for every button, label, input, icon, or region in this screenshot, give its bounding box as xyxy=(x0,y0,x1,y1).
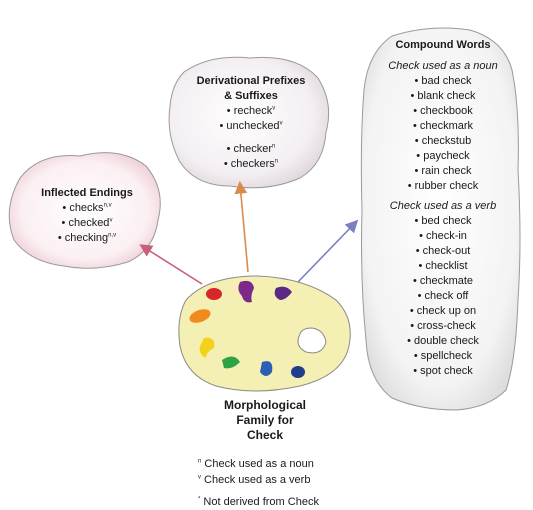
legend-verb: v Check used as a verb xyxy=(198,474,311,486)
verb-list: • bed check • check-in • check-out • checkl… xyxy=(370,214,516,379)
compound-item: • rubber check xyxy=(407,180,479,192)
legend-not-derived: * Not derived from Check xyxy=(198,496,319,508)
center-title-line2: Family for xyxy=(236,413,294,427)
derivational-text: Derivational Prefixes & Suffixes • reche… xyxy=(176,74,326,172)
compound-item: • checkstub xyxy=(414,135,472,147)
compound-text: Compound Words Check used as a noun • ba… xyxy=(370,38,516,379)
derivational-item: • recheckv xyxy=(226,105,276,117)
compound-cloud xyxy=(360,27,521,411)
legend: n Check used as a noun v Check used as a… xyxy=(198,456,319,510)
compound-item: • double check xyxy=(407,335,479,347)
derivational-cloud xyxy=(168,56,330,189)
compound-item: • checkmark xyxy=(412,120,474,132)
derivational-title-line1: Derivational Prefixes xyxy=(196,75,306,87)
noun-list: • bad check • blank check • checkbook • che… xyxy=(370,74,516,194)
compound-item: • bad check xyxy=(414,75,472,87)
arrow-to-compound xyxy=(297,219,359,283)
compound-item: • blank check xyxy=(410,90,476,102)
center-title-line1: Morphological xyxy=(224,398,306,412)
derivational-item: • checkersn xyxy=(223,158,279,170)
legend-noun: n Check used as a noun xyxy=(198,458,314,470)
compound-item: • cross-check xyxy=(410,320,476,332)
inflected-item: • checksn,v xyxy=(62,202,112,214)
arrow-to-derivational xyxy=(234,180,249,273)
compound-item: • check off xyxy=(417,290,469,302)
compound-item: • check up on xyxy=(409,305,477,317)
inflected-item: • checkedv xyxy=(61,217,113,229)
compound-item: • checkbook xyxy=(413,105,473,117)
compound-item: • rain check xyxy=(414,165,472,177)
inflected-text: Inflected Endings • checksn,v • checkedv… xyxy=(22,186,152,246)
compound-item: • checklist xyxy=(418,260,468,272)
center-title: Morphological Family for Check xyxy=(196,398,334,443)
derivational-item: • uncheckedv xyxy=(219,120,283,132)
noun-heading: Check used as a noun xyxy=(388,60,498,72)
compound-item: • paycheck xyxy=(416,150,470,162)
inflected-title: Inflected Endings xyxy=(41,187,133,199)
compound-item: • bed check xyxy=(414,215,472,227)
center-title-line3: Check xyxy=(246,428,284,442)
arrow-to-inflected xyxy=(139,244,203,285)
palette-icon xyxy=(178,275,351,392)
compound-title: Compound Words xyxy=(395,39,491,51)
inflected-item: • checkingn,v xyxy=(57,232,117,244)
compound-item: • spellcheck xyxy=(413,350,473,362)
compound-item: • spot check xyxy=(413,365,473,377)
compound-item: • check-out xyxy=(415,245,471,257)
verb-heading: Check used as a verb xyxy=(389,200,497,212)
derivational-item: • checkern xyxy=(226,143,276,155)
derivational-title-line2: & Suffixes xyxy=(224,90,278,102)
compound-item: • check-in xyxy=(419,230,467,242)
compound-item: • checkmate xyxy=(412,275,474,287)
